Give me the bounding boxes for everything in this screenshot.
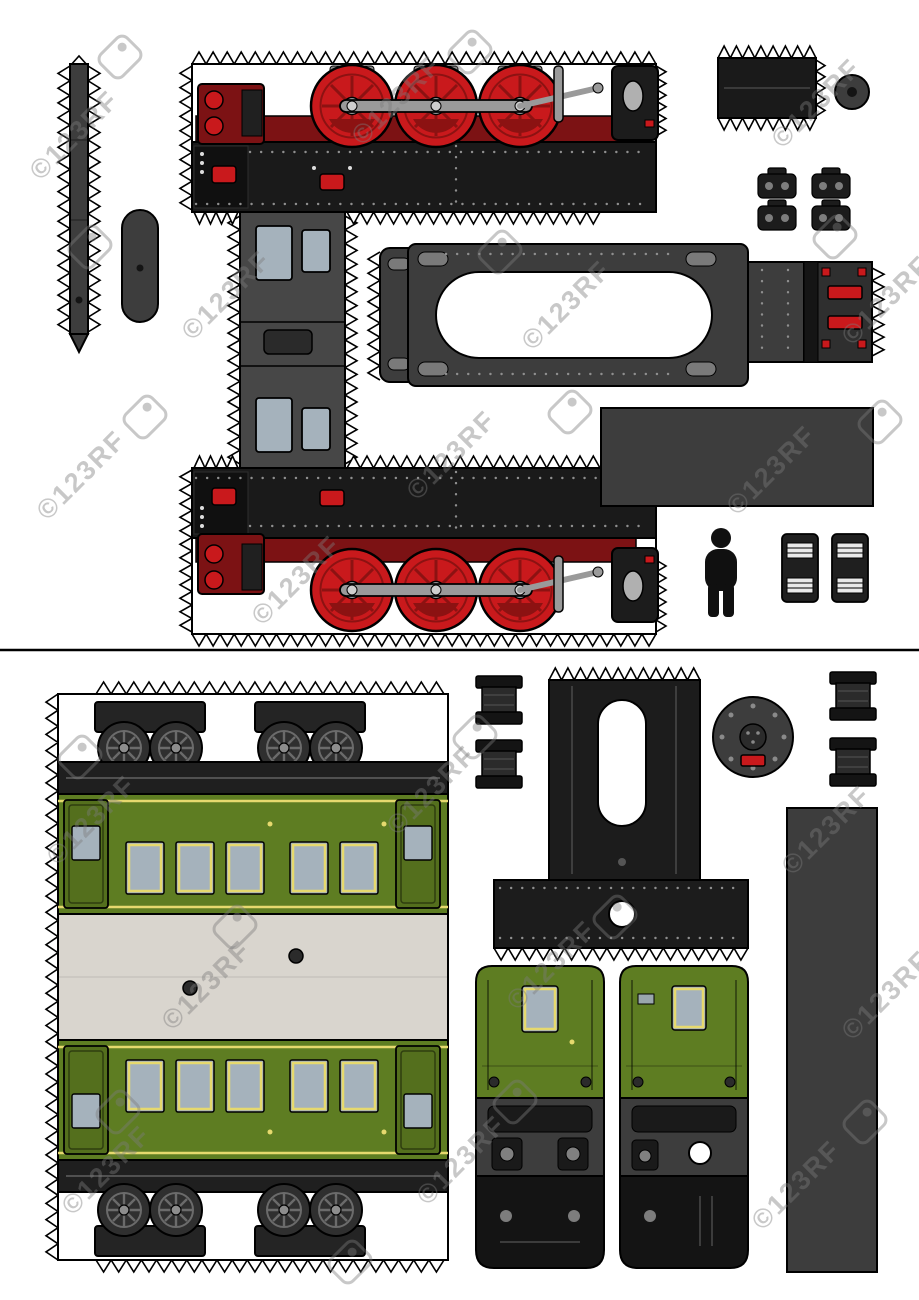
figure-silhouette bbox=[705, 528, 737, 617]
tall-dark-rectangle bbox=[786, 807, 878, 1273]
roof-disc-part bbox=[712, 696, 794, 778]
sawtooth-tab-strip bbox=[717, 44, 827, 132]
coach-window bbox=[338, 1058, 380, 1114]
buffer-cylinders bbox=[781, 533, 869, 603]
boiler-wrap-sawtooth-strip bbox=[56, 54, 102, 355]
coach-end-piece-2 bbox=[619, 965, 749, 1269]
roof-vent bbox=[182, 980, 198, 996]
large-dark-rectangle bbox=[600, 407, 874, 507]
firebox-door-bottom bbox=[211, 487, 237, 506]
passenger-coach-body bbox=[44, 680, 449, 1274]
cab-window bbox=[301, 407, 331, 451]
roof-vent bbox=[288, 948, 304, 964]
coach-window bbox=[224, 1058, 266, 1114]
coach-end-piece-1 bbox=[475, 965, 605, 1269]
coach-chassis-t-piece bbox=[493, 666, 749, 962]
coach-window bbox=[288, 1058, 330, 1114]
strip-rivet-dot bbox=[75, 296, 83, 304]
roof-opening bbox=[435, 271, 713, 359]
firebox-door-top bbox=[211, 165, 237, 184]
coach-window bbox=[124, 840, 166, 896]
cab-window bbox=[255, 397, 293, 453]
small-cylinder-parts-left bbox=[475, 675, 523, 789]
axle-box-parts bbox=[757, 167, 851, 231]
coach-door bbox=[63, 799, 109, 909]
coach-door bbox=[395, 1045, 441, 1155]
small-pill-part bbox=[121, 209, 159, 323]
locomotive-roof-panel bbox=[366, 243, 886, 387]
cab-window bbox=[255, 225, 293, 281]
chassis-slot bbox=[597, 699, 647, 827]
coach-window bbox=[224, 840, 266, 896]
small-disc-part bbox=[834, 74, 870, 110]
coach-window bbox=[338, 840, 380, 896]
coach-roof-band bbox=[57, 913, 449, 1041]
cab-window bbox=[301, 229, 331, 273]
small-cylinder-parts-right bbox=[829, 671, 877, 787]
coach-window bbox=[124, 1058, 166, 1114]
coach-door bbox=[395, 799, 441, 909]
end-window bbox=[521, 985, 559, 1033]
end-window bbox=[671, 985, 707, 1031]
coach-window bbox=[288, 840, 330, 896]
coach-window bbox=[174, 840, 216, 896]
coach-door bbox=[63, 1045, 109, 1155]
coach-window bbox=[174, 1058, 216, 1114]
locomotive-side-body bbox=[178, 50, 668, 648]
